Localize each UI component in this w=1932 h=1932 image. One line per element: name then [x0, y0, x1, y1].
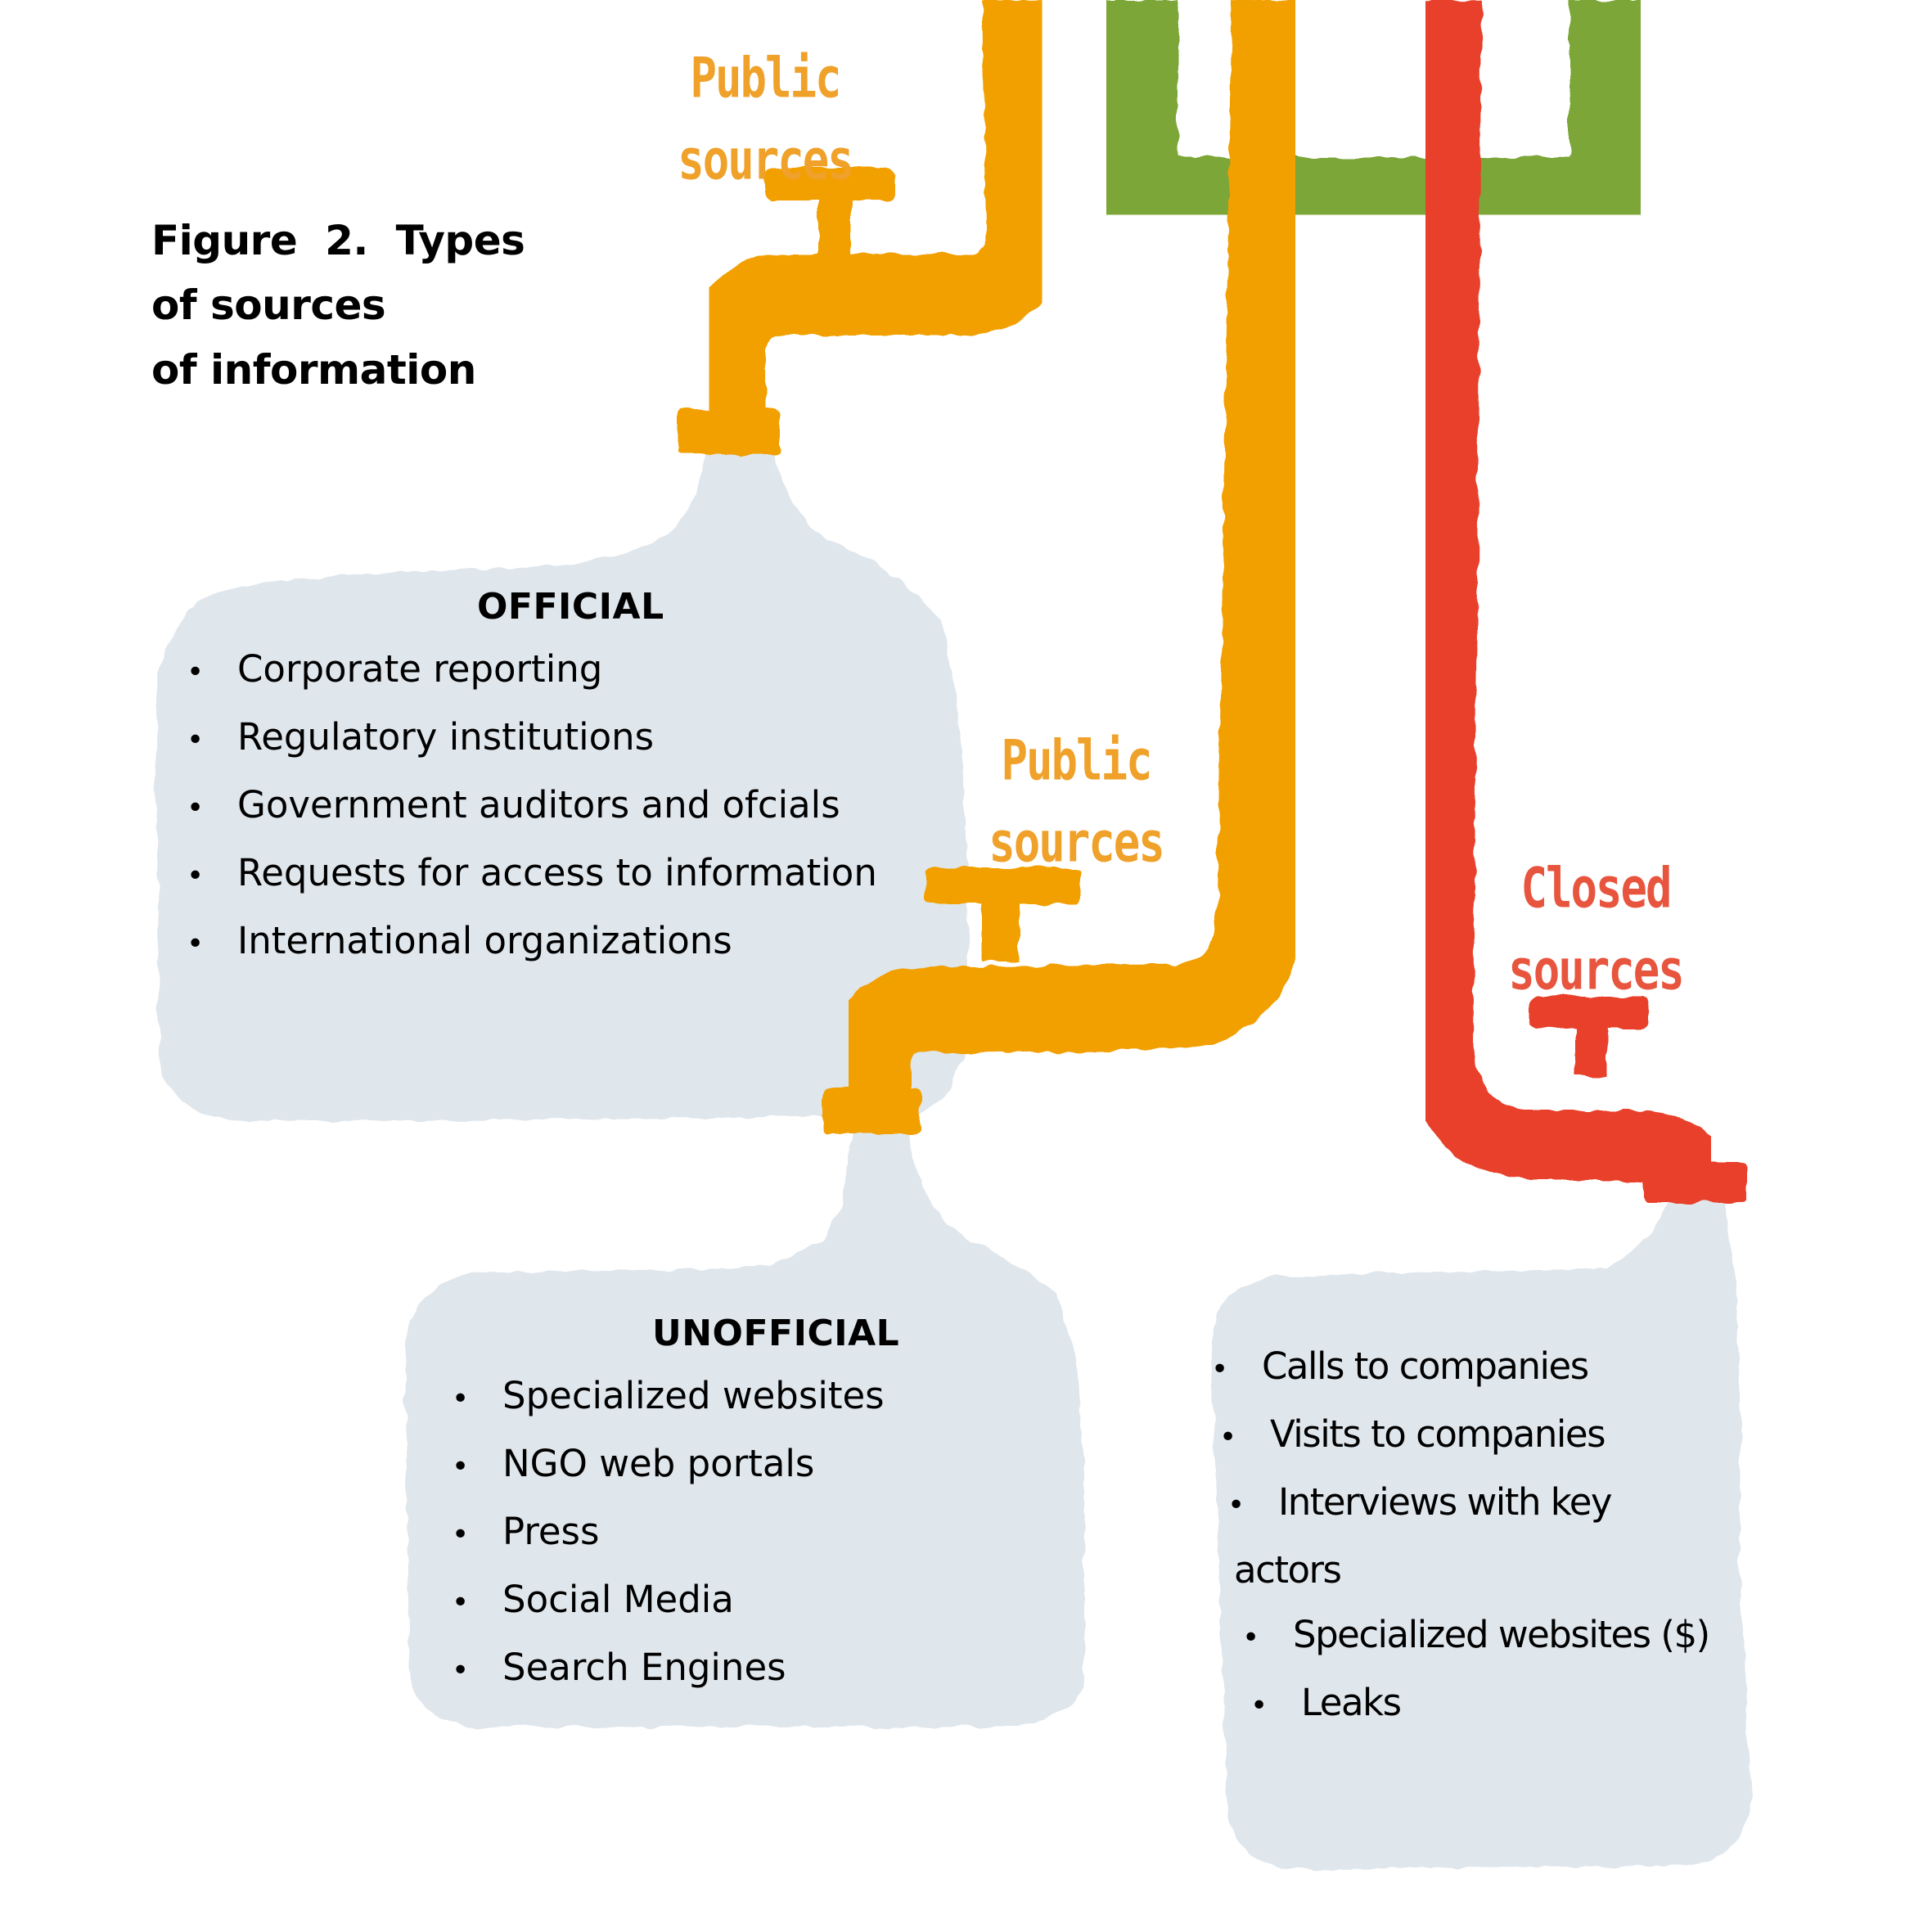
list-item-text: Corporate reporting: [237, 647, 603, 691]
tap-stem-closed: [1575, 1023, 1606, 1076]
red-pipe: [1403, 0, 1732, 1190]
tap-handle-public-2: [925, 867, 1080, 904]
bullet: •: [1211, 1353, 1228, 1386]
list-item-text: Search Engines: [502, 1646, 786, 1689]
green-pipe: [1083, 0, 1664, 252]
tap-label-public-1: Public sources: [671, 38, 859, 201]
tap-stem-public-1: [818, 196, 851, 254]
list-item-text: NGO web portals: [502, 1442, 815, 1485]
tap-handle-closed: [1530, 997, 1649, 1028]
bullet: •: [187, 655, 205, 689]
list-item-text: Interviews with key: [1278, 1480, 1613, 1524]
tap-label-public-2: Public sources: [982, 720, 1170, 884]
tap-label-line: sources: [678, 128, 854, 192]
tap-label-line: Public: [690, 46, 841, 110]
list-item: • Visits to companies: [1211, 1402, 1709, 1470]
bullet: •: [187, 859, 205, 893]
list-item-text: Specialized websites: [502, 1374, 885, 1417]
bullet: •: [452, 1518, 470, 1551]
official-heading: OFFICIAL: [477, 586, 664, 628]
list-item-text: Press: [502, 1510, 600, 1553]
tap-label-line: Public: [1001, 728, 1152, 793]
list-item: • Calls to companies: [1211, 1334, 1709, 1402]
list-item: • Search Engines: [452, 1635, 899, 1703]
bullet: •: [1219, 1421, 1236, 1454]
official-water-pool: [155, 448, 970, 1121]
list-item: • Requests for access to information: [187, 840, 877, 908]
unofficial-box: UNOFFICIAL • Specialized websites • NGO we…: [452, 1309, 899, 1703]
list-item: • Leaks: [1211, 1670, 1709, 1738]
bullet: •: [452, 1586, 470, 1619]
list-item-text: Regulatory institutions: [237, 715, 655, 759]
list-item: • Government auditors and ofcials: [187, 772, 877, 840]
list-item-text: Social Media: [502, 1578, 734, 1621]
closed-box: • Calls to companies • Visits to companies…: [1211, 1334, 1710, 1738]
list-item: • Regulatory institutions: [187, 705, 877, 772]
list-item: actors: [1211, 1538, 1709, 1602]
closed-list: • Calls to companies • Visits to companies…: [1211, 1334, 1710, 1738]
figure-title-line: Figure 2. Types: [151, 217, 525, 264]
bullet: •: [1250, 1689, 1268, 1723]
tap-stem-public-2: [982, 900, 1019, 961]
list-item-text: actors: [1234, 1548, 1342, 1592]
list-item: • Press: [452, 1499, 899, 1567]
official-box: OFFICIAL • Corporate reporting • Regulator…: [187, 583, 877, 976]
tap-nozzle-public-2: [822, 1088, 921, 1133]
figure-title-line: of information: [151, 346, 476, 394]
tap-nozzle-closed: [1645, 1162, 1747, 1203]
list-item-text: Specialized websites ($): [1293, 1613, 1710, 1656]
list-item: • International organizations: [187, 908, 877, 976]
list-item-text: Requests for access to information: [237, 851, 877, 894]
unofficial-water-pool: [405, 1133, 1084, 1727]
bullet: •: [452, 1654, 470, 1687]
list-item: • Interviews with key: [1211, 1470, 1709, 1538]
tap-handle-public-1: [765, 168, 896, 200]
list-item-text: International organizations: [237, 919, 732, 962]
closed-water-pool: [1211, 1199, 1751, 1870]
bullet: •: [187, 791, 205, 825]
list-item-text: Leaks: [1301, 1681, 1402, 1724]
bullet: •: [1242, 1621, 1259, 1655]
list-item-text: Government auditors and ofcials: [237, 783, 840, 826]
tap-label-closed: Closed sources: [1497, 848, 1694, 1011]
tap-label-line: Closed: [1520, 856, 1672, 921]
unofficial-list: • Specialized websites • NGO web portals •…: [452, 1363, 899, 1703]
list-item: • Social Media: [452, 1567, 899, 1635]
unofficial-heading: UNOFFICIAL: [652, 1313, 900, 1354]
tap-nozzle-public-1: [678, 409, 780, 454]
list-item-text: Visits to companies: [1270, 1412, 1606, 1456]
figure-title: Figure 2. Types of sources of informatio…: [151, 209, 525, 403]
bullet: •: [1227, 1488, 1245, 1522]
bullet: •: [187, 927, 205, 961]
list-item: • Corporate reporting: [187, 637, 877, 705]
tap-label-line: sources: [1508, 938, 1685, 1002]
orange-pipe-upper: [683, 0, 1068, 426]
orange-pipe-lower: [826, 0, 1318, 1107]
bullet: •: [187, 723, 205, 757]
bullet: •: [452, 1382, 470, 1416]
tap-label-line: sources: [989, 810, 1165, 875]
list-item-text: Calls to companies: [1262, 1344, 1589, 1388]
official-list: • Corporate reporting • Regulatory institu…: [187, 637, 877, 976]
bullet: •: [452, 1450, 470, 1484]
list-item: • NGO web portals: [452, 1431, 899, 1499]
figure-title-line: of sources: [151, 281, 386, 329]
list-item: • Specialized websites ($): [1211, 1602, 1710, 1670]
list-item: • Specialized websites: [452, 1363, 899, 1431]
